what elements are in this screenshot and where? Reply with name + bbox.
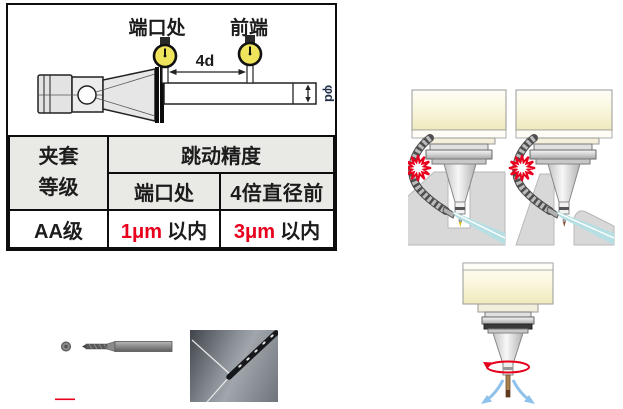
- diameter-dimension: φd: [305, 84, 334, 103]
- red-underline: [55, 398, 75, 401]
- machine-head: [462, 262, 554, 313]
- dim-4d-label: 4d: [196, 53, 215, 70]
- coolant-spindles-illustration: [408, 89, 615, 246]
- grade-header-cell: 夹套 等级: [8, 135, 109, 211]
- light-streak: [191, 339, 232, 376]
- subheader-4d-cell: 4倍直径前: [219, 172, 335, 211]
- port-runout-value: 1μm: [120, 220, 163, 243]
- coolant-hose: [408, 134, 456, 219]
- machine-head: [515, 89, 613, 139]
- runout-spec-block: 端口处 前端: [6, 3, 337, 251]
- coolant-hose: [512, 134, 560, 219]
- machine-head: [411, 89, 507, 139]
- runout-header-cell: 跳动精度: [107, 135, 335, 174]
- tool-tip: [506, 390, 510, 397]
- front-runout-value: 3μm: [233, 220, 276, 243]
- light-streak: [206, 374, 232, 402]
- tool-holder-cone: [492, 332, 524, 365]
- coolant-spray: [452, 211, 506, 245]
- tool-shank: [163, 82, 317, 105]
- collet-chuck: [37, 67, 164, 123]
- grade-header-line1: 夹套: [38, 146, 79, 168]
- air-arrow-left: [481, 395, 492, 404]
- drill-photo-svg: [191, 330, 278, 402]
- subheader-port-cell: 端口处: [107, 172, 221, 211]
- drill-photo: [190, 330, 278, 402]
- coolant-spray: [556, 211, 615, 245]
- dial-stem: [246, 64, 254, 84]
- dial-indicator-port: [152, 37, 178, 84]
- drill-point: [82, 344, 86, 349]
- dial-stem: [161, 66, 169, 84]
- diameter-label: φd: [322, 85, 334, 102]
- collet-cone: [102, 68, 156, 122]
- air-blow-arrows: [481, 379, 535, 404]
- spindle-nose: [481, 311, 535, 398]
- nozzle: [546, 206, 560, 219]
- table-row: 端口处 4倍直径前: [9, 172, 335, 211]
- dial-crown: [245, 35, 255, 46]
- collet-runout-diagram-svg: 端口处 前端: [37, 16, 334, 123]
- table-row: 夹套 等级 跳动精度: [8, 135, 335, 211]
- air-arrow-right: [524, 395, 535, 404]
- nozzle: [442, 206, 456, 219]
- front-runout-suffix: 以内: [280, 220, 321, 243]
- dial-indicator-front: [237, 35, 263, 84]
- spindle-right: [508, 89, 615, 246]
- drill-side-view: [82, 341, 173, 352]
- collet-runout-diagram: 端口处 前端: [8, 5, 335, 135]
- dial-crown: [160, 37, 170, 48]
- front-label: 前端: [230, 16, 268, 39]
- spindle-nose: [526, 137, 600, 227]
- port-label: 端口处: [128, 16, 186, 39]
- drill-shank: [114, 341, 173, 352]
- micro-drill-illustration: [55, 341, 173, 401]
- drill-bit: [226, 330, 278, 380]
- collet-hole: [77, 85, 97, 105]
- rotating-spindle-illustration: [462, 262, 554, 404]
- tool-tip: [563, 222, 566, 227]
- port-runout-suffix: 以内: [167, 220, 208, 243]
- grade-value-cell: AA级: [8, 209, 109, 249]
- tool-tip: [459, 222, 462, 227]
- rotation-arrow-icon: [483, 360, 530, 374]
- grade-header-line2: 等级: [38, 177, 79, 199]
- drill-glints: [238, 334, 274, 368]
- dimension-4d: 4d: [169, 53, 246, 75]
- spindle-left: [408, 89, 507, 246]
- spindle-nose: [422, 137, 496, 227]
